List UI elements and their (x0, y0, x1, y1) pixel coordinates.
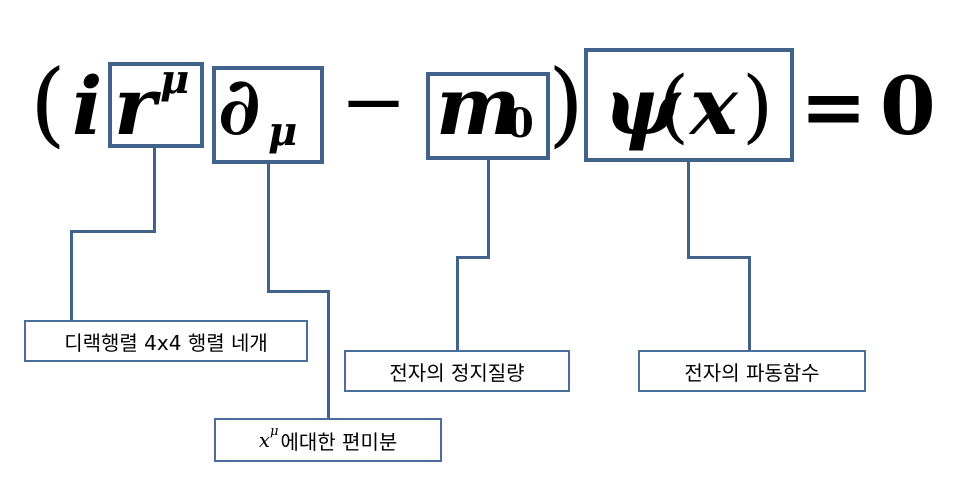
mass-subscript-zero: 0 (506, 100, 534, 147)
psi-variable-x: x (690, 59, 738, 153)
mass-highlight-box (426, 72, 550, 160)
label-dirac-matrices: 디랙행렬 4x4 행렬 네개 (24, 320, 308, 362)
psi-close-paren: ) (742, 59, 774, 152)
connector-gamma-3 (70, 230, 73, 322)
open-paren: ( (30, 50, 66, 157)
label-wavefunction: 전자의 파동함수 (638, 350, 866, 392)
psi-symbol: ψ (604, 59, 680, 153)
connector-psi-3 (748, 256, 751, 350)
close-paren: ) (548, 50, 584, 157)
connector-gamma-1 (153, 148, 156, 232)
label-partial-superscript: μ (270, 423, 279, 439)
partial-derivative-symbol: ∂ (218, 59, 261, 153)
connector-mass-3 (456, 256, 459, 350)
zero: 0 (880, 59, 936, 153)
connector-psi-2 (687, 256, 751, 259)
label-wavefunction-text: 전자의 파동함수 (684, 360, 820, 385)
equals-sign: = (800, 59, 868, 153)
label-dirac-matrices-text: 디랙행렬 4x4 행렬 네개 (64, 330, 268, 355)
connector-partial-3 (327, 290, 330, 420)
psi-highlight-box (584, 48, 794, 162)
connector-partial-2 (267, 290, 330, 293)
mass-symbol: m (436, 59, 521, 153)
label-rest-mass-text: 전자의 정지질량 (389, 360, 525, 385)
connector-mass-1 (487, 160, 490, 258)
psi-open-paren: ( (658, 59, 690, 152)
label-partial-variable: x (258, 428, 271, 452)
gamma-superscript-mu: μ (160, 56, 190, 103)
gamma-symbol: r (114, 59, 157, 153)
gamma-highlight-box (108, 62, 204, 148)
minus-sign: − (340, 55, 408, 148)
connector-partial-1 (267, 164, 270, 292)
connector-mass-2 (456, 256, 490, 259)
partial-subscript-mu: μ (268, 108, 298, 155)
connector-gamma-2 (70, 230, 156, 233)
label-partial-text: 에대한 편미분 (280, 429, 398, 454)
imaginary-unit: i (72, 59, 103, 153)
label-rest-mass: 전자의 정지질량 (344, 350, 570, 392)
partial-highlight-box (212, 66, 324, 164)
connector-psi-1 (687, 162, 690, 258)
